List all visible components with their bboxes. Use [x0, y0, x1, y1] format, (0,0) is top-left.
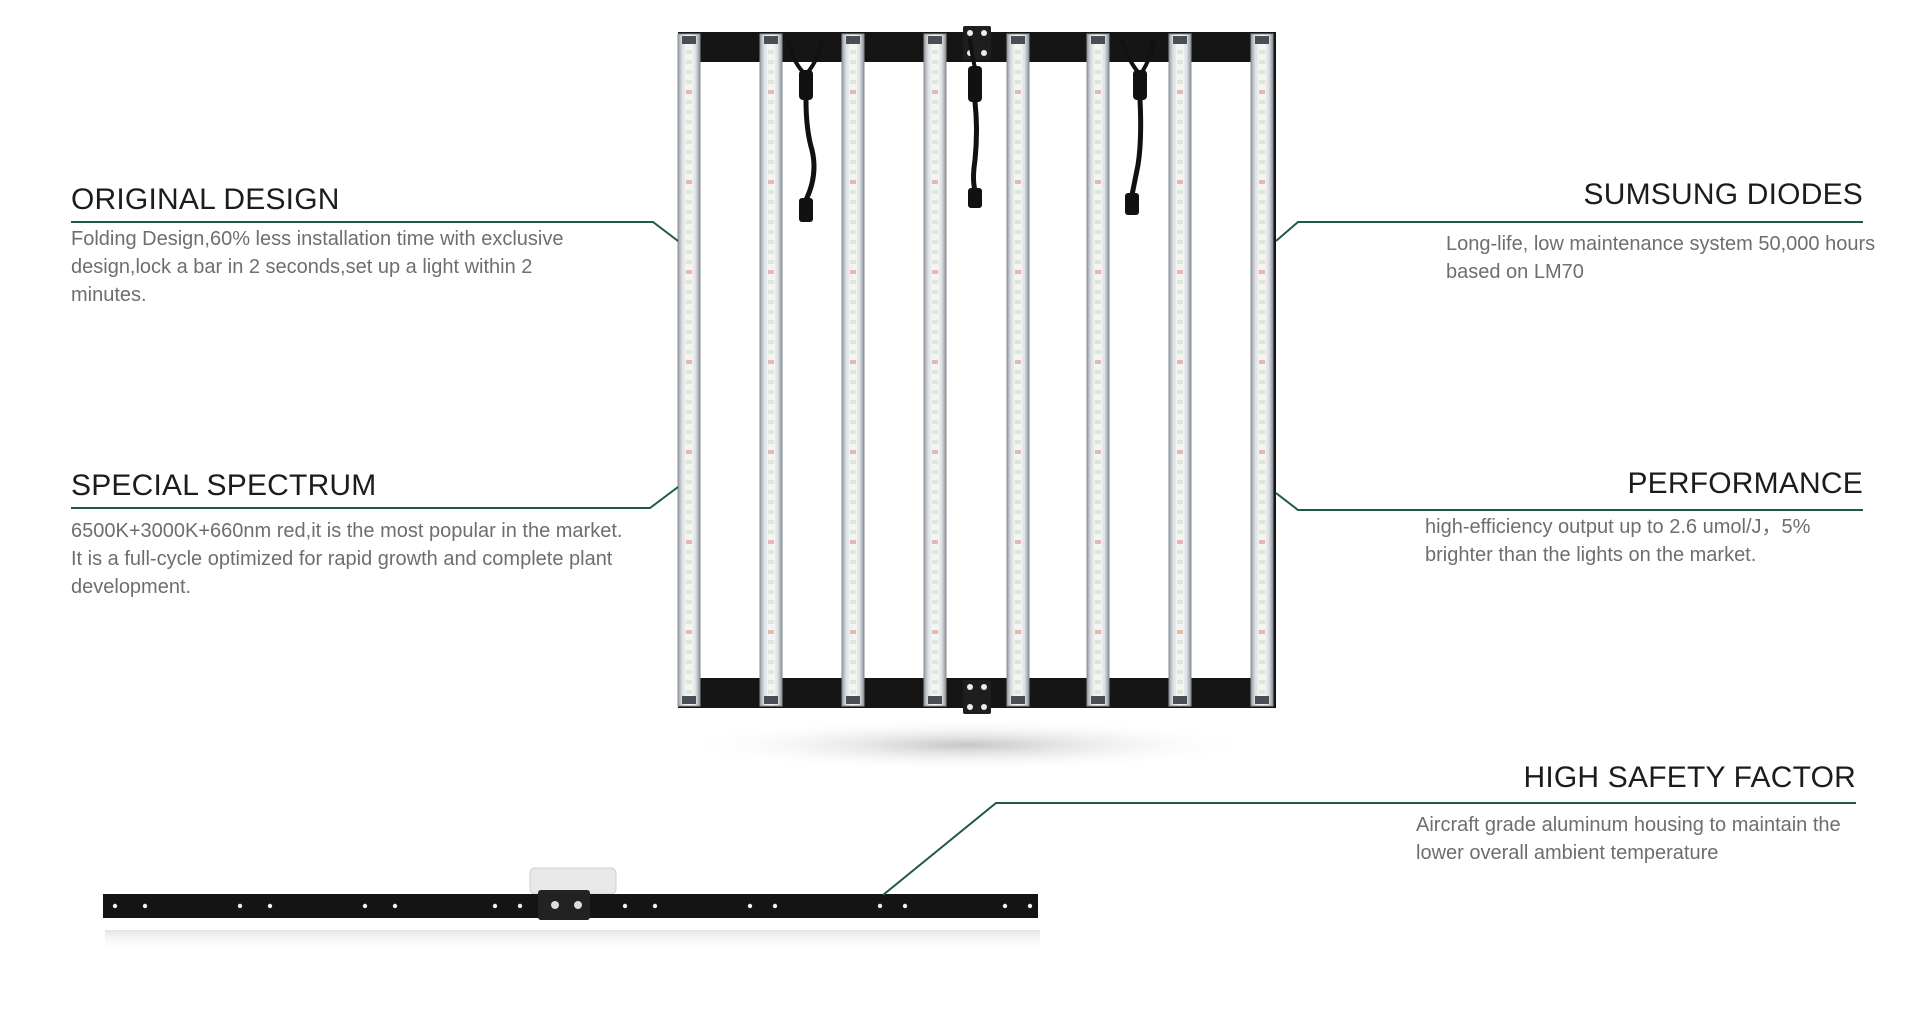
led-bar	[923, 33, 947, 707]
mount-hole	[492, 903, 498, 909]
mount-hole	[772, 903, 778, 909]
connector-special-spectrum	[71, 486, 679, 509]
grow-light-front-icon	[677, 26, 1276, 714]
center-bracket-bottom	[963, 680, 991, 714]
mount-hole	[237, 903, 243, 909]
feature-title: ORIGINAL DESIGN	[71, 183, 340, 216]
feature-description: Folding Design,60% less installation tim…	[71, 228, 564, 306]
led-bar	[1250, 33, 1274, 707]
power-cable-3	[1120, 38, 1156, 215]
feature-title: HIGH SAFETY FACTOR	[1523, 761, 1856, 794]
feature-sumsung-diodes: SUMSUNG DIODES Long-life, low maintenanc…	[1440, 178, 1875, 286]
mount-hole	[392, 903, 398, 909]
mount-hole	[142, 903, 148, 909]
feature-description: high-efficiency output up to 2.6 umol/J，…	[1425, 516, 1811, 566]
feature-original-design: ORIGINAL DESIGN Folding Design,60% less …	[71, 183, 591, 309]
feature-special-spectrum: SPECIAL SPECTRUM 6500K+3000K+660nm red,i…	[71, 469, 631, 601]
feature-title: PERFORMANCE	[1627, 467, 1863, 500]
mount-hole	[622, 903, 628, 909]
led-bar	[677, 33, 701, 707]
connector-sumsung-diodes	[1275, 221, 1863, 242]
product-shadow	[677, 719, 1257, 771]
feature-performance: PERFORMANCE high-efficiency output up to…	[1425, 467, 1863, 569]
feature-title: SPECIAL SPECTRUM	[71, 469, 377, 502]
feature-description: Aircraft grade aluminum housing to maint…	[1416, 814, 1841, 864]
connector-original-design	[71, 221, 679, 242]
power-cable-1	[786, 38, 824, 222]
feature-description: Long-life, low maintenance system 50,000…	[1446, 233, 1876, 283]
power-cable-2	[968, 38, 982, 208]
connector-performance	[1275, 492, 1863, 511]
mount-hole	[362, 903, 368, 909]
connector-lines	[71, 221, 1863, 896]
led-bar	[1086, 33, 1110, 707]
grow-light-side-icon	[103, 867, 1040, 952]
mount-hole	[517, 903, 523, 909]
mount-hole	[112, 903, 118, 909]
led-bar	[1006, 33, 1030, 707]
feature-high-safety-factor: HIGH SAFETY FACTOR Aircraft grade alumin…	[1416, 761, 1856, 867]
connector-high-safety-factor	[882, 802, 1856, 896]
feature-title: SUMSUNG DIODES	[1583, 178, 1863, 211]
mount-hole	[877, 903, 883, 909]
led-bar	[841, 33, 865, 707]
led-bar	[759, 33, 783, 707]
mount-hole	[1002, 903, 1008, 909]
feature-description: 6500K+3000K+660nm red,it is the most pop…	[71, 520, 623, 598]
mount-hole	[1027, 903, 1033, 909]
mount-hole	[267, 903, 273, 909]
led-bar	[1168, 33, 1192, 707]
center-bracket-top	[963, 26, 991, 60]
mount-hole	[747, 903, 753, 909]
mount-hole	[902, 903, 908, 909]
mount-hole	[652, 903, 658, 909]
